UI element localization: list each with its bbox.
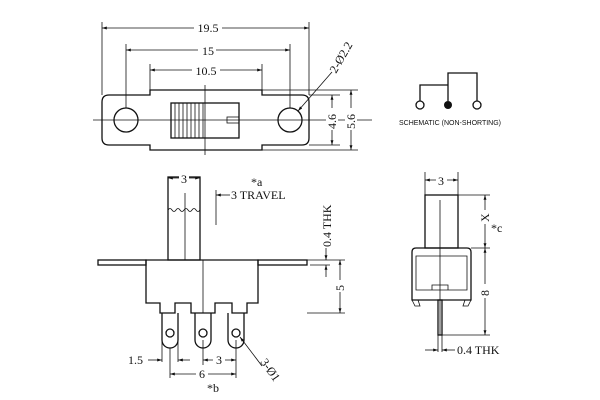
- top-view: 19.5 15 10.5 2-Ø2.2 4.6 5.6: [93, 20, 372, 155]
- side-thickness: 0.4 THK: [457, 343, 500, 357]
- dim-pitch: 3: [216, 353, 222, 367]
- front-view: 3 3 TRAVEL *a 0.4 THK 5 1.5 3 6 *b 3-Ø1: [97, 171, 347, 395]
- travel-label: 3 TRAVEL: [231, 188, 286, 202]
- dim-height: 8: [478, 290, 492, 296]
- dim-inner-height: 4.6: [325, 114, 339, 129]
- dim-body-height: 5: [333, 285, 347, 291]
- dim-overall: 19.5: [198, 21, 219, 35]
- side-dim-actuator: 3: [438, 174, 444, 188]
- side-view: 3 X *c 8 0.4 THK: [411, 172, 502, 357]
- dim-hole-dia: 2-Ø2.2: [326, 39, 355, 75]
- dim-holes: 15: [202, 44, 214, 58]
- front-thickness: 0.4 THK: [320, 204, 334, 247]
- note-b: *b: [207, 381, 219, 395]
- dim-pin-dia: 3-Ø1: [258, 356, 284, 384]
- note-c: *c: [491, 221, 502, 235]
- dim-center: 10.5: [196, 64, 217, 78]
- dim-outer-height: 5.6: [344, 114, 358, 129]
- note-a: *a: [251, 175, 263, 189]
- dim-span: 6: [199, 367, 205, 381]
- dim-x: X: [478, 213, 492, 222]
- schematic-label: SCHEMATIC (NON-SHORTING): [399, 120, 501, 127]
- schematic: SCHEMATIC (NON-SHORTING): [399, 72, 501, 127]
- dim-edge: 1.5: [128, 353, 143, 367]
- dim-actuator: 3: [181, 172, 187, 186]
